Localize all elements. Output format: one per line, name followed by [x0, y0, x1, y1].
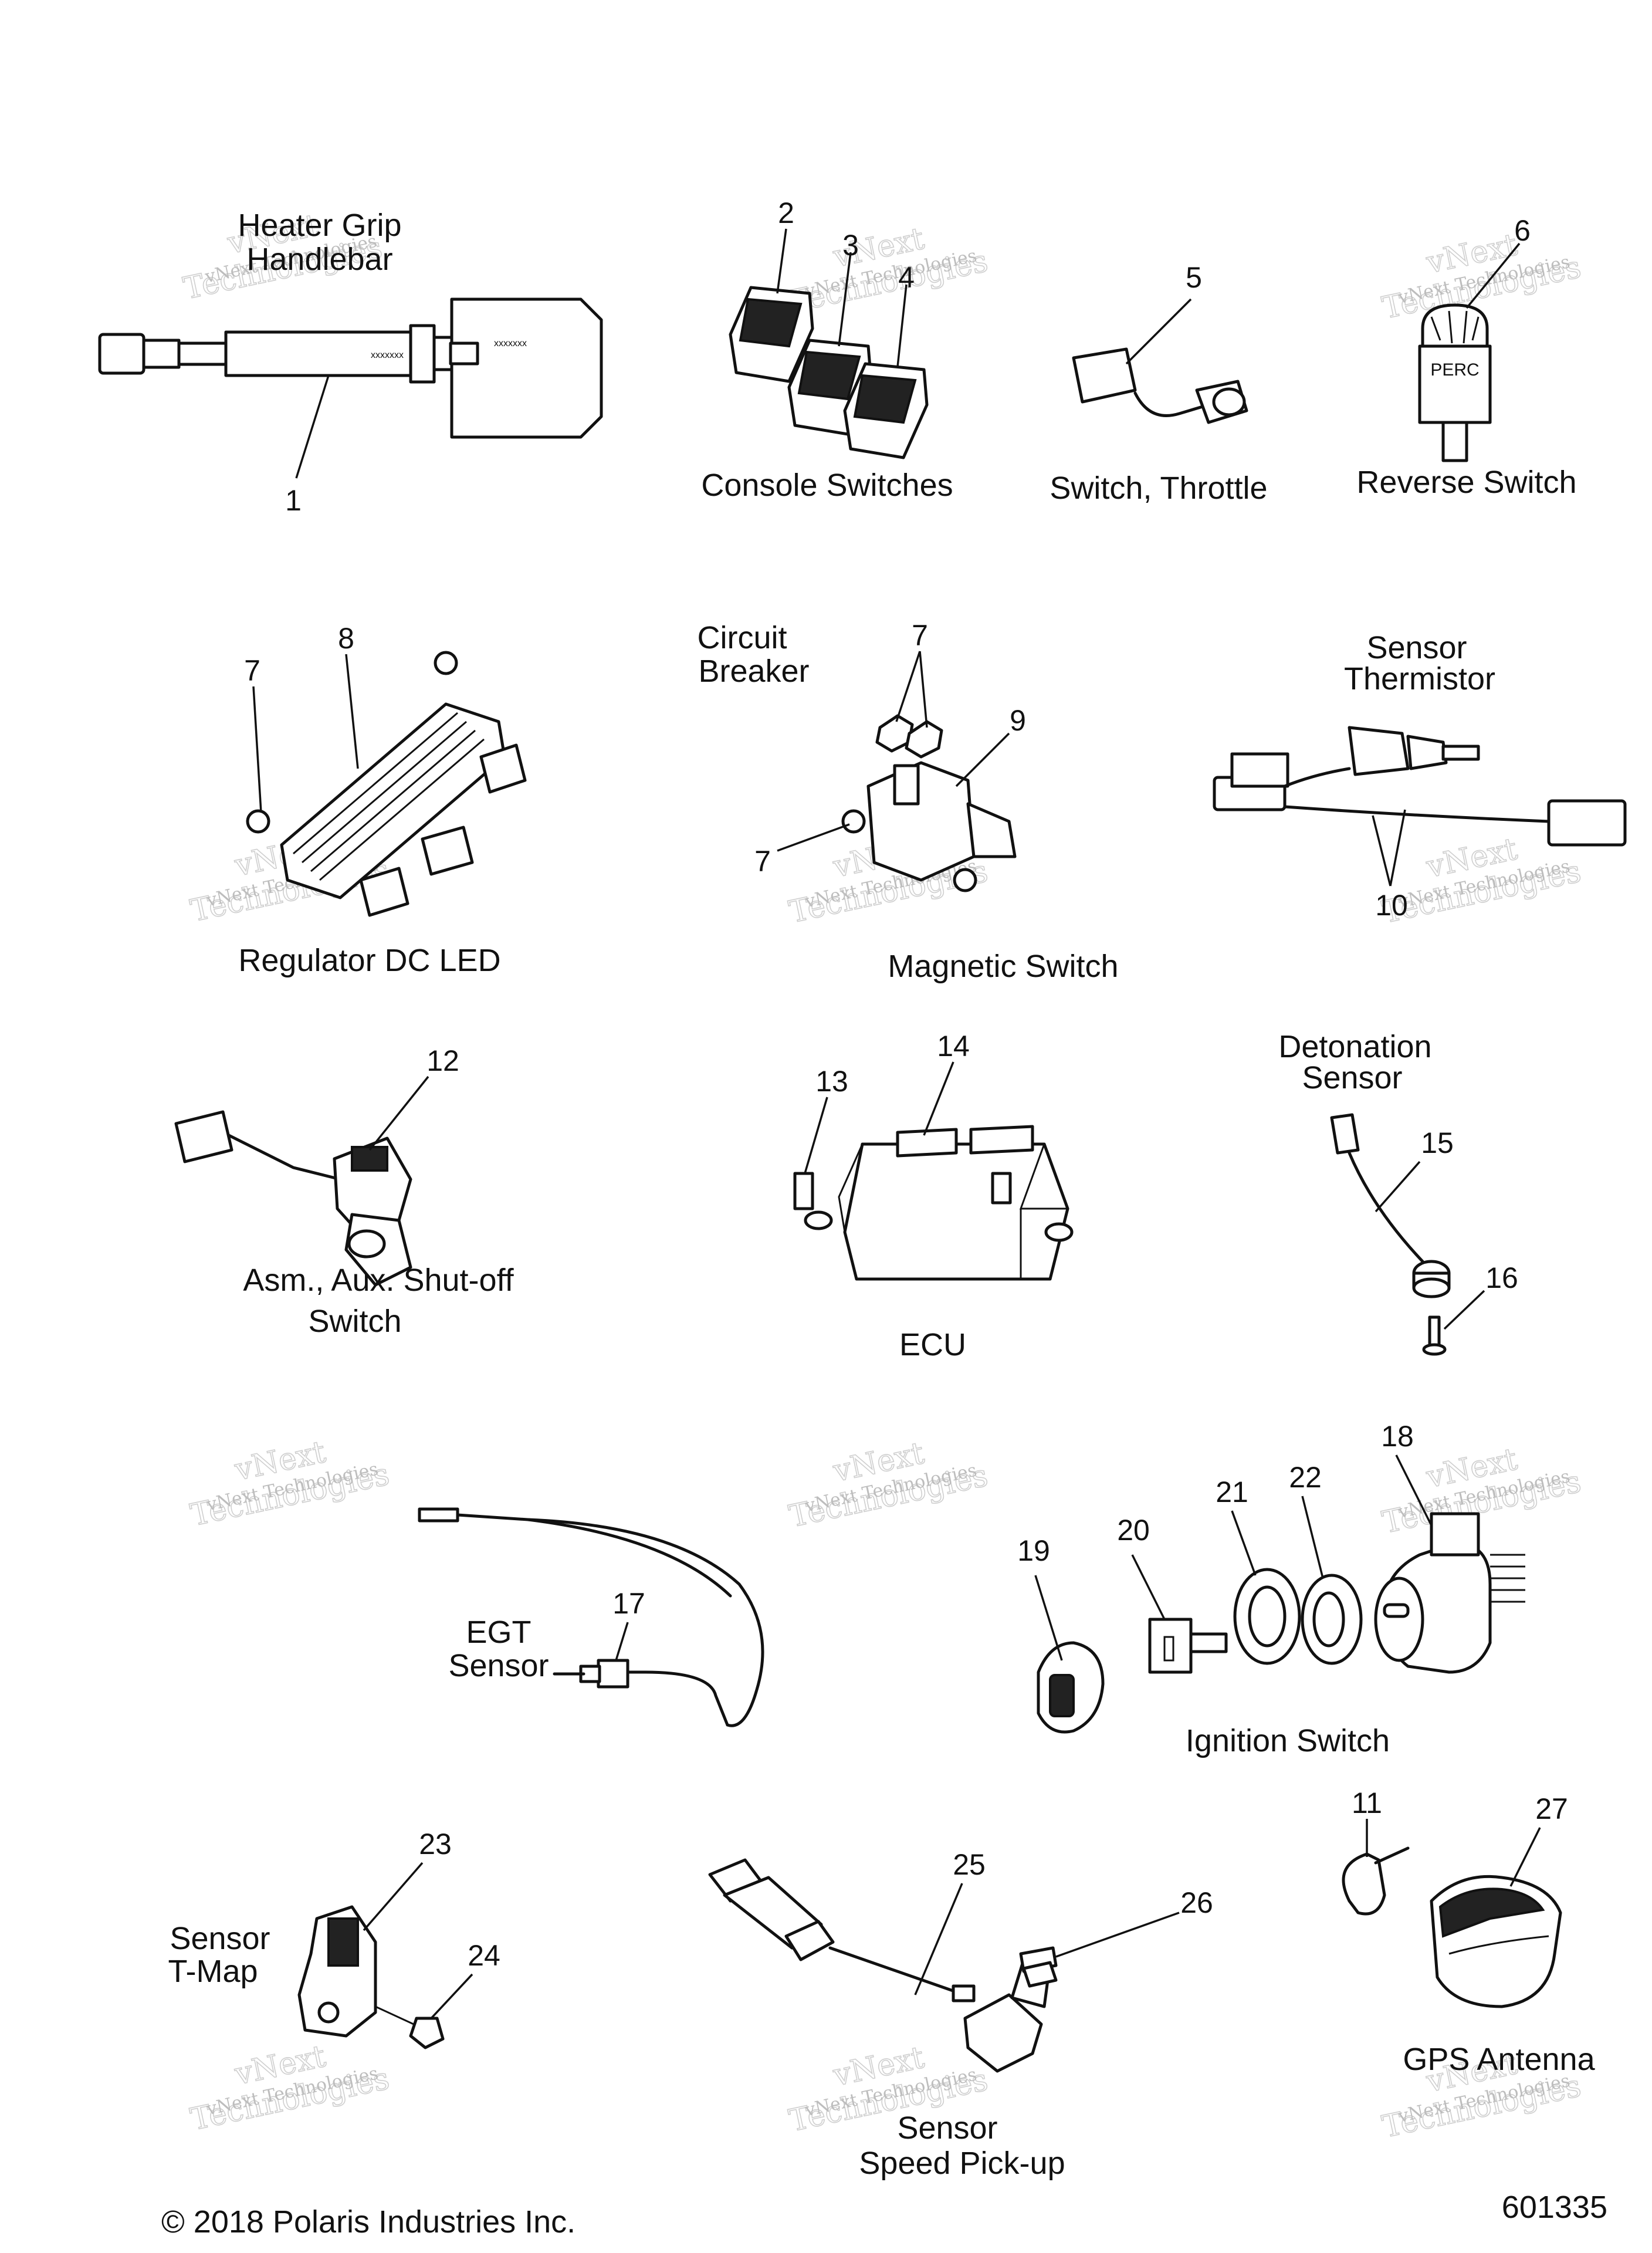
- magnetic-switch-group: Circuit Breaker 7 9 7 Magnetic Switch: [697, 619, 1118, 984]
- tmap-part[interactable]: [297, 1905, 445, 2049]
- callout-22: 22: [1289, 1461, 1322, 1494]
- watermark: vNext Technologies vNext Technologies: [786, 1435, 991, 1535]
- callout-10: 10: [1375, 889, 1408, 922]
- callout-7a: 7: [244, 654, 260, 687]
- heater-grip-label-1: Heater Grip: [238, 208, 401, 243]
- throttle-switch-part[interactable]: [1072, 347, 1248, 424]
- grip-code-text-2: xxxxxxx: [494, 339, 527, 349]
- detonation-label-2: Sensor: [1302, 1060, 1402, 1095]
- ecu-label: ECU: [899, 1327, 966, 1362]
- gps-antenna-label: GPS Antenna: [1403, 2042, 1595, 2077]
- callout-6: 6: [1514, 214, 1531, 247]
- copyright-text: © 2018 Polaris Industries Inc.: [161, 2204, 576, 2240]
- ignition-switch-part[interactable]: [1037, 1512, 1525, 1734]
- circuit-breaker-label-1: Circuit: [697, 620, 787, 655]
- detonation-sensor-part[interactable]: [1330, 1113, 1451, 1356]
- callout-3: 3: [842, 229, 859, 262]
- ecu-group: 13 14 ECU: [793, 1030, 1074, 1362]
- heater-grip-part[interactable]: xxxxxxx xxxxxxx: [98, 297, 603, 439]
- callout-8: 8: [338, 622, 354, 655]
- speed-sensor-label-1: Sensor: [897, 2110, 997, 2146]
- egt-sensor-part[interactable]: [418, 1507, 764, 1727]
- thermistor-label-2: Thermistor: [1344, 661, 1495, 696]
- ignition-switch-group: 19 20 21 22 18 Ignition Switch: [1017, 1420, 1525, 1758]
- callout-13: 13: [815, 1065, 848, 1098]
- callout-21: 21: [1216, 1476, 1248, 1508]
- throttle-switch-label: Switch, Throttle: [1050, 471, 1267, 506]
- throttle-switch-group: 5 Switch, Throttle: [1050, 261, 1267, 506]
- callout-7b: 7: [912, 619, 928, 652]
- watermark: vNext Technologies vNext Technologies: [187, 1434, 393, 1534]
- ecu-part[interactable]: [793, 1125, 1074, 1281]
- callout-12: 12: [426, 1044, 459, 1077]
- callout-17: 17: [612, 1587, 645, 1620]
- reverse-switch-group: PERC 6 Reverse Switch: [1356, 214, 1576, 500]
- speed-sensor-label-2: Speed Pick-up: [859, 2146, 1065, 2181]
- tmap-label-2: T-Map: [168, 1954, 258, 1989]
- detonation-sensor-group: Detonation Sensor 15 16: [1278, 1029, 1518, 1356]
- regulator-label: Regulator DC LED: [238, 943, 500, 978]
- callout-2: 2: [778, 197, 794, 229]
- callout-4: 4: [898, 261, 915, 294]
- diagram-number: 601335: [1502, 2190, 1607, 2225]
- console-switches-label: Console Switches: [701, 468, 953, 503]
- egt-label-1: EGT: [466, 1615, 531, 1650]
- heater-grip-label-2: Handlebar: [246, 242, 392, 277]
- callout-25: 25: [953, 1848, 986, 1881]
- callout-14: 14: [937, 1030, 970, 1063]
- magnetic-switch-label: Magnetic Switch: [888, 949, 1118, 984]
- watermark: vNext Technologies vNext Technologies: [187, 2038, 393, 2138]
- circuit-breaker-label-2: Breaker: [698, 654, 809, 689]
- thermistor-group: Sensor Thermistor 10: [1213, 630, 1627, 922]
- grip-code-text: xxxxxxx: [371, 350, 404, 360]
- callout-15: 15: [1421, 1126, 1454, 1159]
- tmap-label-1: Sensor: [170, 1921, 270, 1956]
- callout-27: 27: [1535, 1792, 1568, 1825]
- callout-7c: 7: [754, 845, 771, 878]
- console-switch-part[interactable]: [729, 286, 929, 459]
- callout-18: 18: [1381, 1420, 1414, 1453]
- reverse-switch-part[interactable]: PERC: [1418, 303, 1492, 462]
- callout-11: 11: [1352, 1787, 1382, 1819]
- callout-1: 1: [285, 484, 302, 517]
- perc-text: PERC: [1430, 360, 1479, 380]
- callout-26: 26: [1180, 1886, 1213, 1919]
- callout-9: 9: [1010, 704, 1026, 737]
- aux-shutoff-group: 12 Asm., Aux. Shut-off Switch: [174, 1044, 514, 1339]
- thermistor-label-1: Sensor: [1366, 630, 1467, 665]
- callout-5: 5: [1186, 261, 1202, 294]
- callout-20: 20: [1117, 1514, 1150, 1547]
- aux-shutoff-part[interactable]: [174, 1110, 412, 1287]
- reverse-switch-label: Reverse Switch: [1356, 465, 1576, 500]
- gps-antenna-part[interactable]: [1342, 1846, 1562, 2008]
- thermistor-part[interactable]: [1213, 726, 1627, 847]
- speed-sensor-group: 25 26 Sensor Speed Pick-up: [708, 1848, 1213, 2181]
- magnetic-switch-part[interactable]: [841, 714, 1017, 892]
- aux-shutoff-label-2: Switch: [308, 1304, 401, 1339]
- tmap-group: Sensor T-Map 23 24: [168, 1828, 500, 2049]
- console-switches-group: 2 3 4 Console Switches: [701, 197, 953, 503]
- regulator-part[interactable]: [246, 651, 527, 917]
- gps-antenna-group: 11 27 GPS Antenna: [1342, 1787, 1596, 2077]
- callout-24: 24: [468, 1939, 500, 1972]
- ignition-switch-label: Ignition Switch: [1186, 1723, 1390, 1758]
- callout-19: 19: [1017, 1534, 1050, 1567]
- regulator-group: 7 8 Regulator DC LED: [238, 622, 527, 978]
- egt-label-2: Sensor: [448, 1648, 549, 1683]
- callout-23: 23: [419, 1828, 452, 1860]
- callout-16: 16: [1485, 1261, 1518, 1294]
- heater-grip-group: Heater Grip Handlebar xxxxxxx xxxxxxx 1: [98, 208, 603, 517]
- egt-sensor-group: 17 EGT Sensor: [418, 1507, 764, 1727]
- speed-sensor-part[interactable]: [708, 1858, 1058, 2073]
- aux-shutoff-label-1: Asm., Aux. Shut-off: [243, 1263, 514, 1298]
- detonation-label-1: Detonation: [1278, 1029, 1431, 1064]
